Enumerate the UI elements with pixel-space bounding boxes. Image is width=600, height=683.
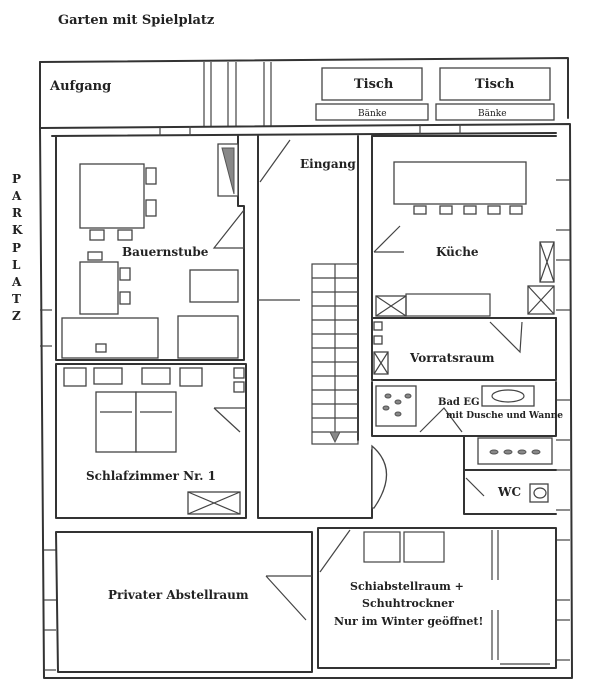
eingang-label: Eingang (300, 157, 356, 171)
terrace (39, 57, 569, 129)
room-kueche (371, 135, 557, 319)
bench-left-label: Bänke (358, 109, 387, 119)
bad-label-line2: mit Dusche und Wanne (446, 411, 563, 421)
aufgang-label: Aufgang (49, 79, 111, 94)
room-schlafzimmer (55, 363, 247, 519)
side-letter: K (12, 223, 23, 237)
wc-label: WC (497, 485, 521, 499)
vorratsraum-label: Vorratsraum (409, 351, 495, 365)
building-outline (39, 123, 573, 679)
side-letter: Z (12, 309, 21, 323)
kueche-label: Küche (436, 245, 479, 259)
side-letter: A (11, 275, 22, 289)
side-letter: P (12, 241, 21, 255)
side-letter: P (12, 172, 21, 186)
side-letter: R (12, 206, 23, 220)
room-schiraum (317, 527, 557, 669)
side-letter: L (12, 258, 21, 272)
table-right-label: Tisch (475, 77, 515, 92)
side-letter: T (12, 292, 21, 306)
room-eingang (257, 135, 388, 519)
schiraum-label-line3: Nur im Winter geöffnet! (334, 615, 483, 628)
room-wc (463, 469, 557, 515)
table-right (439, 67, 551, 101)
table-left-label: Tisch (354, 77, 394, 92)
garden-title: Garten mit Spielplatz (58, 13, 214, 28)
bauernstube-label: Bauernstube (122, 245, 209, 259)
parking-side-label: P A R K P L A T Z (11, 172, 23, 323)
room-abstellraum (55, 531, 313, 673)
table-left (321, 67, 423, 101)
schlafzimmer-label: Schlafzimmer Nr. 1 (86, 469, 216, 483)
bad-label-line1: Bad EG (438, 397, 480, 408)
bench-right-label: Bänke (478, 109, 507, 119)
room-bad (371, 381, 557, 471)
schiraum-label-line1: Schiabstellraum + (350, 580, 464, 593)
room-vorratsraum (371, 317, 557, 381)
abstellraum-label: Privater Abstellraum (108, 588, 249, 602)
bench-right (435, 103, 555, 121)
room-bauernstube (55, 135, 245, 361)
bench-left (315, 103, 429, 121)
side-letter: A (11, 189, 22, 203)
schiraum-label-line2: Schuhtrockner (362, 597, 454, 610)
